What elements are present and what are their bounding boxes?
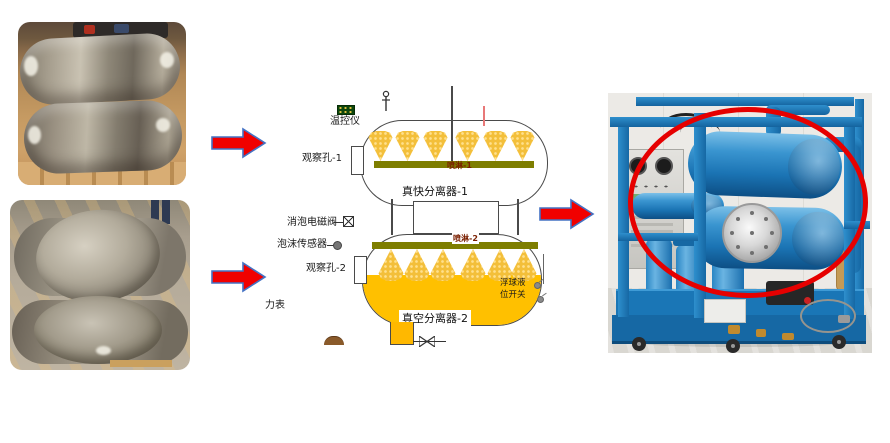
- label-foam-sensor: 泡沫传感器: [277, 239, 327, 250]
- label-spray-2: 喷淋-2: [452, 233, 479, 244]
- label-pressure-gauge-partial: 力表: [265, 300, 285, 311]
- spray-bar-1: [374, 161, 534, 168]
- person-leg: [151, 200, 159, 226]
- white-junction-box: [704, 299, 746, 323]
- label-spray-1: 喷淋-1: [447, 161, 472, 170]
- level-switch-pipe: [543, 254, 545, 284]
- brass-valve: [756, 329, 766, 337]
- red-object: [84, 25, 95, 34]
- connecting-window: [413, 201, 499, 234]
- inlet-pipe: [451, 86, 453, 162]
- frame-rail-top-back: [636, 97, 854, 106]
- label-float-switch-line2: 位开关: [500, 290, 526, 300]
- foam-sensor-icon: [333, 241, 342, 250]
- observation-port-2: [354, 256, 367, 284]
- red-knob: [804, 297, 811, 304]
- highlight-circle: [628, 107, 868, 298]
- person-leg: [162, 200, 170, 224]
- red-pipe: [483, 106, 485, 126]
- gauge-dome: [324, 336, 344, 345]
- vent-valve-icon: [382, 90, 390, 111]
- float-ball-icon: [537, 296, 544, 303]
- pallet-wood: [110, 360, 172, 367]
- neck-wall: [391, 199, 393, 235]
- label-temp-controller: 温控仪: [330, 116, 360, 127]
- grey-fitting: [838, 315, 850, 323]
- steel-tank-lower: [22, 99, 184, 175]
- weld-mark: [156, 118, 170, 132]
- leader-line: [334, 222, 343, 224]
- blue-object: [114, 24, 129, 33]
- drain-pipe: [390, 322, 414, 345]
- top-pipe: [766, 105, 830, 115]
- arrow-right-icon: [539, 198, 595, 230]
- drain-valve-icon: [419, 336, 435, 347]
- photo-tanks-end-view: [10, 200, 190, 370]
- label-separator-1: 真快分离器-1: [400, 183, 470, 199]
- caster-wheel: [632, 337, 646, 351]
- brass-valve: [782, 333, 794, 340]
- weld-mark: [96, 346, 111, 355]
- photo-tanks-side-view: [18, 22, 186, 185]
- label-float-switch-line1: 浮球液: [500, 278, 526, 288]
- brass-valve: [728, 325, 740, 334]
- label-observation-port-2: 观察孔-2: [306, 263, 346, 274]
- caster-wheel: [832, 335, 846, 349]
- arrow-right-icon: [211, 261, 267, 293]
- arrow-right-icon: [211, 127, 267, 159]
- frame-post-front-left: [618, 121, 629, 317]
- steel-tank-upper: [18, 31, 182, 107]
- coiled-hose: [800, 299, 856, 333]
- label-observation-port-1: 观察孔-1: [302, 153, 342, 164]
- neck-wall: [517, 199, 519, 235]
- weld-mark: [160, 52, 174, 68]
- observation-port-1: [351, 146, 364, 175]
- temp-controller-led: [337, 105, 355, 115]
- defoam-solenoid-valve-icon: [343, 216, 354, 227]
- label-separator-2: 真空分离器-2: [399, 310, 471, 326]
- label-defoam-valve: 消泡电磁阀: [287, 217, 337, 228]
- hose: [660, 113, 712, 144]
- weld-mark: [28, 126, 41, 144]
- weld-mark: [24, 56, 38, 76]
- float-ball-icon: [534, 282, 541, 289]
- spray-bar-2: [372, 242, 538, 249]
- leader-line: [327, 245, 335, 247]
- photo-oil-purifier-machine: [608, 93, 872, 353]
- caster-wheel: [726, 339, 740, 353]
- drain-line: [413, 341, 446, 343]
